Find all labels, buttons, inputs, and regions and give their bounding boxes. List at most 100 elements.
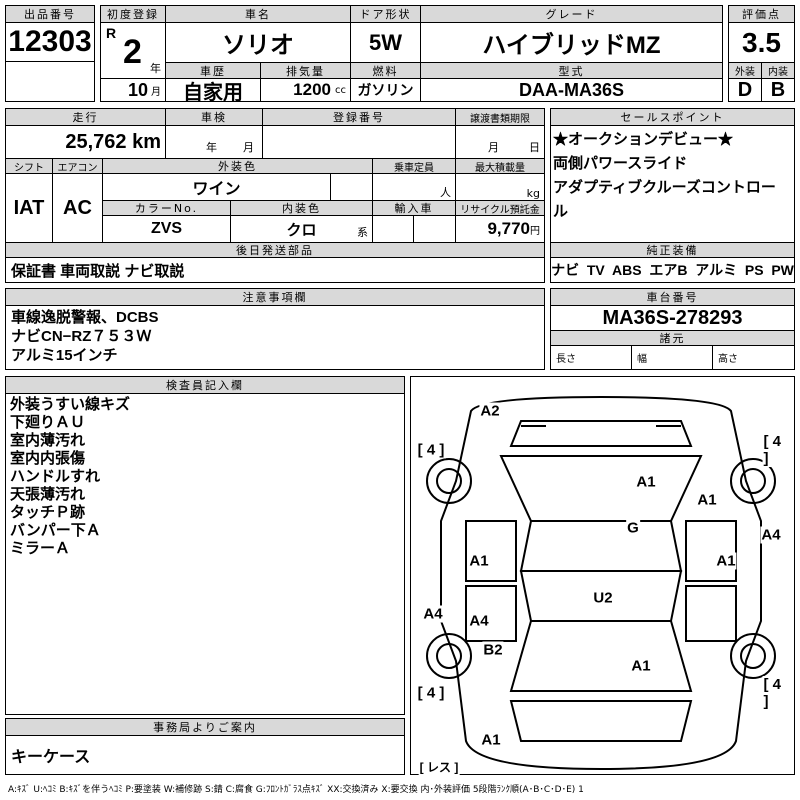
car-outline	[426, 395, 776, 771]
shift: IAT	[5, 173, 53, 243]
height: 高さ	[712, 345, 795, 370]
displacement-label: 排気量	[260, 62, 351, 79]
lot-number: 12303	[5, 22, 95, 62]
damage-mark: A1	[635, 473, 657, 491]
tire-mark: [ 4 ]	[762, 433, 784, 467]
year-unit: 年	[150, 62, 161, 75]
import-cell-1	[372, 215, 414, 243]
score-label: 評価点	[728, 5, 795, 23]
reg-no-label: 登録番号	[262, 108, 456, 126]
equipment-label: 純正装備	[550, 242, 795, 258]
damage-mark: A4	[760, 526, 782, 544]
grade-label: グレード	[420, 5, 723, 23]
import-cell-2	[413, 215, 456, 243]
reg-no	[262, 125, 456, 159]
max-load-label: 最大積載量	[455, 158, 545, 174]
int-color-suffix: 系	[357, 226, 368, 239]
transfer-date: 月日	[455, 125, 545, 159]
ext-color: ワイン	[102, 173, 331, 201]
cc-unit: cc	[335, 84, 346, 96]
inspector-line: 天張薄汚れ	[10, 486, 86, 503]
sales-line: 両側パワースライド	[553, 155, 688, 172]
model-code: DAA-MA36S	[420, 78, 723, 102]
legend: A:ｷｽﾞ U:ﾍｺﾐ B:ｷｽﾞを伴うﾍｺﾐ P:要塗装 W:補修跡 S:錆 …	[8, 785, 584, 795]
shift-label: シフト	[5, 158, 53, 174]
displacement-cell: 1200 cc	[260, 78, 351, 102]
color-no-label: カラーNo.	[102, 200, 231, 216]
ext-color-label: 外装色	[102, 158, 373, 174]
inspector-notes: 外装うすい線キズ 下廻りＡＵ 室内薄汚れ 室内内張傷 ハンドルすれ 天張薄汚れ …	[5, 393, 405, 715]
damage-mark: A1	[715, 552, 737, 570]
car-name: ソリオ	[165, 22, 351, 63]
damage-mark: A4	[468, 612, 490, 630]
damage-mark: A1	[696, 491, 718, 509]
model-label: 型式	[420, 62, 723, 79]
displacement: 1200	[293, 80, 331, 99]
inspection-date: 年月	[165, 125, 263, 159]
inspector-line: タッチＰ跡	[10, 504, 86, 521]
month-unit: 月	[151, 86, 161, 98]
note-line: 車線逸脱警報、DCBS	[11, 309, 159, 326]
month-unit: 月	[243, 141, 254, 154]
ext-score: D	[728, 78, 762, 102]
tire-mark: [ 4 ]	[416, 684, 446, 702]
recycle-fee: 9,770	[487, 219, 530, 238]
chassis-label: 車台番号	[550, 288, 795, 306]
day-unit: 日	[529, 141, 540, 154]
sales-line: ル	[553, 203, 569, 220]
later-parts-label: 後日発送部品	[5, 242, 545, 258]
month-unit: 月	[488, 141, 499, 154]
chassis-number: MA36S-278293	[550, 305, 795, 331]
year-unit: 年	[206, 141, 217, 154]
door-type: 5W	[350, 22, 421, 63]
mileage: 25,762 km	[5, 125, 166, 159]
equipment: ナビ TV ABS エアB アルミ PS PW	[550, 257, 795, 283]
damage-mark: U2	[592, 589, 614, 607]
history: 自家用	[165, 78, 261, 102]
first-reg-label: 初度登録	[100, 5, 166, 23]
damage-mark: B2	[482, 641, 504, 659]
blank-cell	[330, 173, 373, 201]
note-line: ナビCN−RZ７５３Ｗ	[11, 328, 152, 345]
reg-month: 10	[127, 79, 148, 100]
office-label: 事務局よりご案内	[5, 718, 405, 736]
damage-mark: A1	[468, 552, 490, 570]
tire-mark: [ 4 ]	[416, 441, 446, 459]
length: 長さ	[550, 345, 632, 370]
first-reg-year-cell: R 2 年	[100, 22, 166, 79]
note-line: アルミ15インチ	[11, 347, 118, 364]
sales-points-label: セールスポイント	[550, 108, 795, 126]
inspector-line: 室内薄汚れ	[10, 432, 86, 449]
capacity-label: 乗車定員	[372, 158, 456, 174]
inspector-line: 下廻りＡＵ	[10, 414, 86, 431]
import-label: 輸入車	[372, 200, 456, 216]
int-color-cell: クロ系	[230, 215, 373, 243]
int-score: B	[761, 78, 795, 102]
notes: 車線逸脱警報、DCBS ナビCN−RZ７５３Ｗ アルミ15インチ	[5, 305, 545, 370]
inspector-line: 室内内張傷	[10, 450, 86, 467]
notes-label: 注意事項欄	[5, 288, 545, 306]
reg-year: 2	[123, 33, 142, 71]
ac: AC	[52, 173, 103, 243]
score: 3.5	[728, 22, 795, 63]
inspector-line: ハンドルすれ	[10, 468, 101, 485]
inspection-label: 車検	[165, 108, 263, 126]
grade: ハイブリッドMZ	[420, 22, 723, 63]
spare-tire-mark: [ レス ]	[418, 758, 460, 776]
lot-blank	[5, 61, 95, 102]
inspector-label: 検査員記入欄	[5, 376, 405, 394]
damage-mark: A2	[479, 402, 501, 420]
lot-label: 出品番号	[5, 5, 95, 23]
damage-mark: A1	[480, 731, 502, 749]
int-score-label: 内装	[761, 62, 795, 79]
transfer-label: 譲渡書類期限	[455, 108, 545, 126]
mileage-label: 走行	[5, 108, 166, 126]
fuel: ガソリン	[350, 78, 421, 102]
sales-line: ★オークションデビュー★	[553, 131, 734, 148]
fuel-label: 燃料	[350, 62, 421, 79]
width: 幅	[631, 345, 713, 370]
ext-score-label: 外装	[728, 62, 762, 79]
sales-points: ★オークションデビュー★ 両側パワースライド アダプティブクルーズコントロー ル	[550, 125, 795, 243]
damage-mark: G	[626, 519, 640, 537]
